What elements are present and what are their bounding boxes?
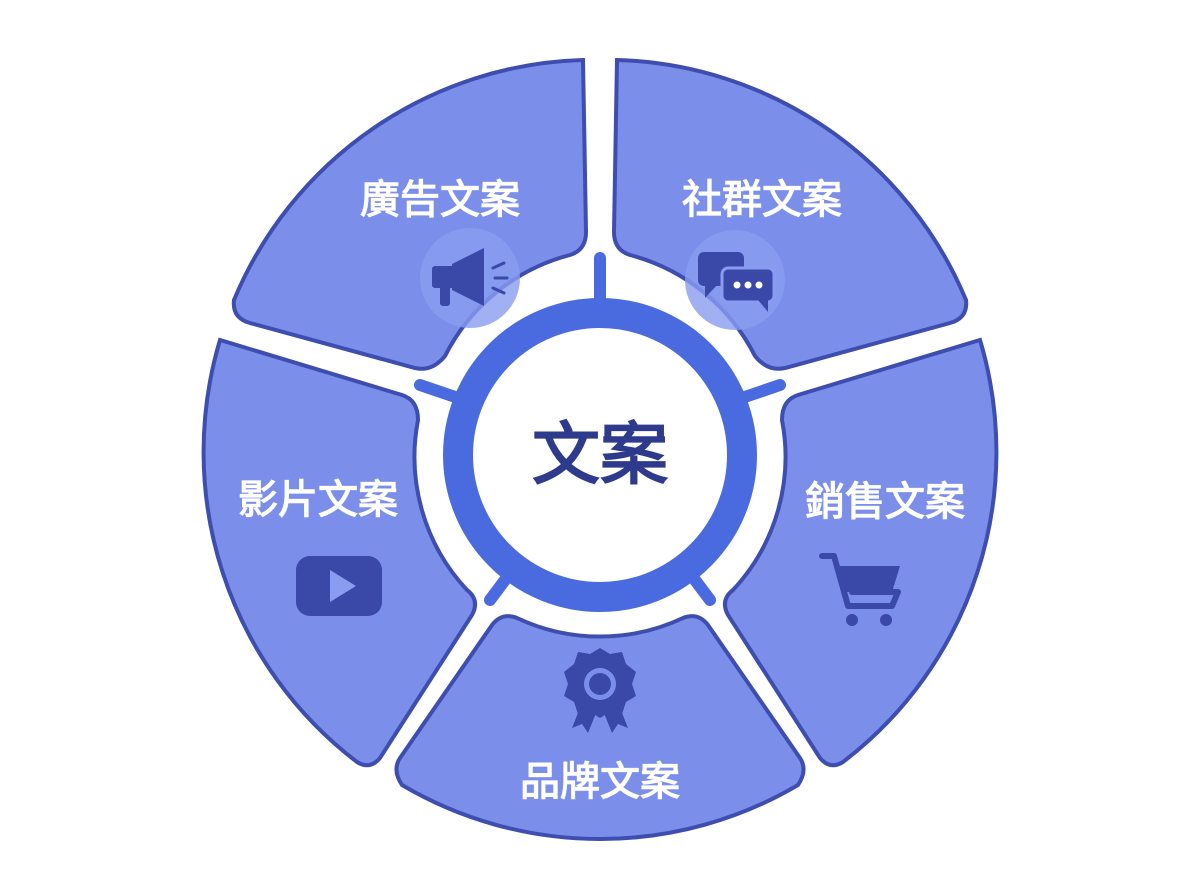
center-hub[interactable]: 文案 — [443, 298, 757, 612]
center-ring — [443, 298, 757, 612]
segment-shape — [611, 57, 969, 371]
segment-shape — [394, 614, 806, 841]
segment-shape — [231, 57, 589, 371]
megaphone-icon — [432, 248, 509, 306]
segment-shape — [201, 337, 478, 768]
shopping-cart-icon — [819, 553, 901, 626]
segment-label: 銷售文案 — [805, 479, 966, 525]
segment-shape — [722, 337, 999, 768]
chat-bubbles-icon — [698, 252, 776, 312]
segment-label: 影片文案 — [238, 477, 399, 523]
segment-social[interactable]: 社群文案 — [611, 57, 969, 371]
segment-label: 品牌文案 — [520, 759, 681, 805]
segment-label: 廣告文案 — [360, 177, 521, 223]
segment-video[interactable]: 影片文案 — [201, 337, 478, 768]
award-badge-icon — [564, 648, 636, 733]
segment-sales[interactable]: 銷售文案 — [722, 337, 999, 768]
center-label: 文案 — [532, 416, 669, 495]
segment-advertising[interactable]: 廣告文案 — [231, 57, 589, 371]
video-play-icon — [296, 556, 382, 616]
segment-label: 社群文案 — [682, 177, 843, 223]
segment-brand[interactable]: 品牌文案 — [394, 614, 806, 841]
